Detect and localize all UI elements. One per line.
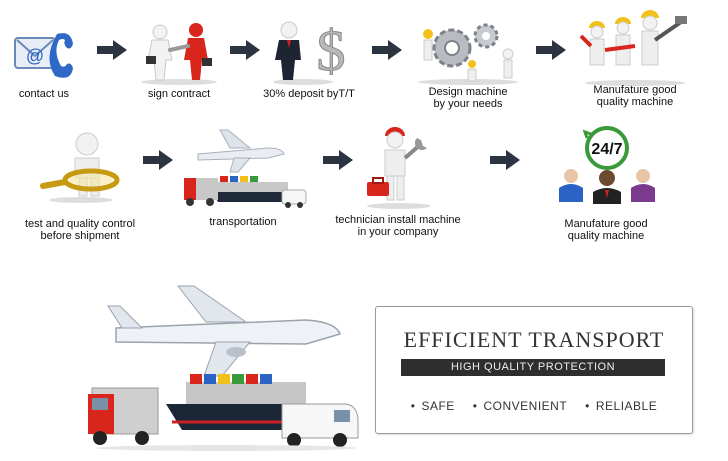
- arrow-right-icon: [230, 40, 260, 60]
- feature-convenient: •CONVENIENT: [472, 399, 568, 413]
- step-deposit: $ 30% deposit byT/T: [254, 14, 364, 101]
- step-support: 24/7 Manufature good quality machine: [546, 124, 666, 242]
- magnifier-icon: [40, 132, 120, 203]
- dollar-icon: $: [273, 18, 346, 85]
- step-manufacture: Manufature good quality machine: [575, 6, 695, 108]
- gears-team-icon: [418, 23, 518, 85]
- transport-panel: EFFICIENT TRANSPORT HIGH QUALITY PROTECT…: [375, 306, 693, 434]
- feature-safe: •SAFE: [410, 399, 455, 413]
- arrow-right-icon: [323, 150, 353, 170]
- step-label: Manufature good quality machine: [564, 218, 648, 242]
- phone-email-icon: @: [14, 33, 73, 78]
- step-sign-contract: sign contract: [134, 20, 224, 100]
- feature-reliable: •RELIABLE: [585, 399, 658, 413]
- step-label: Manufature good quality machine: [593, 84, 677, 108]
- panel-title: EFFICIENT TRANSPORT: [403, 327, 665, 352]
- step-label: Design machine by your needs: [428, 86, 508, 110]
- plane-truck-ship-icon: [184, 129, 307, 208]
- email-at-symbol: @: [26, 46, 44, 66]
- step-quality-control: test and quality control before shipment: [12, 128, 148, 242]
- panel-features: •SAFE •CONVENIENT •RELIABLE: [376, 399, 692, 413]
- ship-containers: [186, 382, 306, 404]
- badge-247: 24/7: [591, 141, 622, 158]
- dollar-symbol: $: [317, 18, 346, 83]
- step-label: sign contract: [147, 88, 211, 100]
- step-transportation: transportation: [178, 126, 308, 228]
- step-label: 30% deposit byT/T: [263, 88, 355, 100]
- step-contact-us: @ contact us: [4, 26, 84, 100]
- transport-illustration: [88, 285, 359, 451]
- arrow-right-icon: [490, 150, 520, 170]
- arrow-right-icon: [143, 150, 173, 170]
- arrow-right-icon: [372, 40, 402, 60]
- support-247-icon: 24/7: [559, 126, 655, 204]
- workers-tools-icon: [579, 10, 687, 86]
- step-label: transportation: [209, 216, 277, 228]
- step-label: test and quality control before shipment: [24, 218, 136, 242]
- airplane-wing: [176, 285, 248, 323]
- airplane-body: [115, 319, 341, 345]
- arrow-right-icon: [97, 40, 127, 60]
- step-label: contact us: [18, 88, 70, 100]
- handshake-icon: [141, 23, 217, 85]
- step-install: technician install machine in your compa…: [330, 124, 466, 238]
- arrow-right-icon: [536, 40, 566, 60]
- step-design: Design machine by your needs: [408, 14, 528, 110]
- airplane-wing: [203, 341, 252, 377]
- technician-wrench-icon: [367, 127, 431, 209]
- panel-subtitle-bar: HIGH QUALITY PROTECTION: [401, 359, 665, 376]
- step-label: technician install machine in your compa…: [335, 214, 461, 238]
